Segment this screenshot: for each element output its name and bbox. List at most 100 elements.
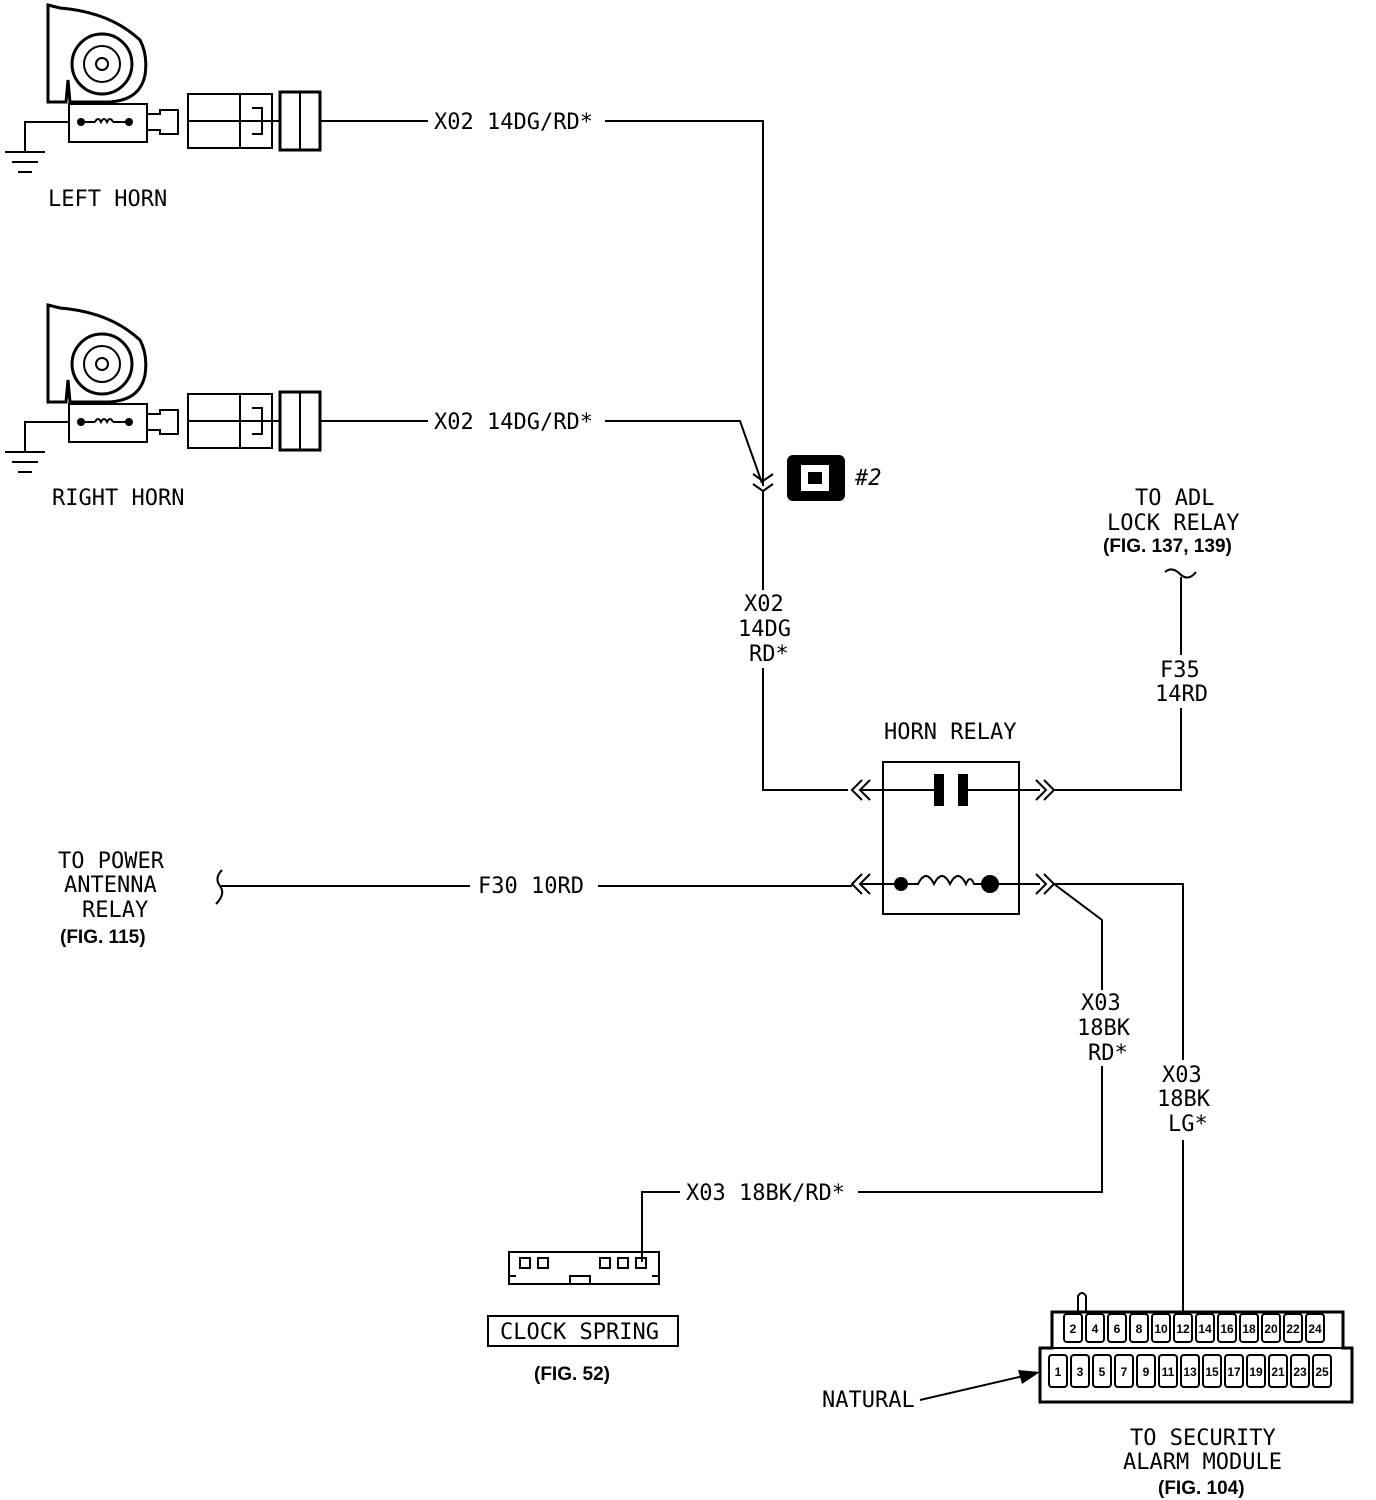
connector-pin-number: 11 [1162,1365,1175,1379]
connector-pin-number: 19 [1249,1365,1263,1379]
connector-pin-number: 8 [1136,1322,1143,1336]
connector-pin-cell [1283,1313,1303,1343]
x03-rd-wire [858,883,1103,1193]
horn-wires [320,120,848,791]
right-horn-label: RIGHT HORN [52,486,184,511]
connector-pin-number: 10 [1154,1322,1168,1336]
connector-pin-cell [1224,1354,1244,1388]
f35-wire-label-1: F35 [1160,658,1200,683]
f35-wire-label-2: 14RD [1155,682,1208,707]
left-horn-label: LEFT HORN [48,187,167,212]
connector-pin-cell [1195,1313,1215,1343]
x03-lg-label-3: LG* [1168,1112,1208,1137]
security-ref-fig: (FIG. 104) [1158,1478,1245,1499]
left-horn-wire-label: X02 14DG/RD* [434,110,593,135]
connector-pin-number: 17 [1227,1365,1241,1379]
connector-pin-number: 13 [1183,1365,1197,1379]
x03-lg-label-1: X03 [1162,1063,1202,1088]
connector-pin-cell [1290,1354,1310,1388]
connector-pin-number: 15 [1205,1365,1219,1379]
splice-2 [787,455,845,501]
adl-wire-break [1164,568,1197,579]
connector-pin-cell [1173,1313,1193,1343]
x03-rd-label-2: 18BK [1077,1016,1131,1041]
natural-leader [919,1373,1033,1401]
right-horn [5,303,322,473]
x03-rd-label-3: RD* [1088,1041,1128,1066]
connector-pin-number: 1 [1055,1365,1062,1379]
connector-pin-number: 9 [1143,1365,1150,1379]
connector-pin-cell [1107,1313,1127,1343]
main-wire-label-1: X02 [744,592,784,617]
connector-pin-cell [1261,1313,1281,1343]
antenna-ref-3: RELAY [82,898,148,923]
antenna-ref-2: ANTENNA [64,873,157,898]
connector-pin-number: 3 [1077,1365,1084,1379]
connector-pin-number: 18 [1242,1322,1256,1336]
antenna-ref-1: TO POWER [58,849,165,874]
connector-pin-number: 2 [1070,1322,1077,1336]
clock-spring-connector [508,1251,660,1285]
connector-pin-number: 22 [1286,1322,1300,1336]
antenna-ref-fig: (FIG. 115) [60,927,146,948]
connector-pin-number: 24 [1308,1322,1322,1336]
clock-spring-label-box [487,1315,679,1347]
connector-pin-number: 6 [1114,1322,1121,1336]
connector-pin-cell [1180,1354,1200,1388]
connector-pin-number: 23 [1293,1365,1307,1379]
natural-label: NATURAL [822,1388,915,1413]
connector-pin-number: 21 [1271,1365,1285,1379]
connector-pin-number: 4 [1092,1322,1099,1336]
connector-pin-cell [1246,1354,1266,1388]
connector-pin-cell [1136,1354,1156,1388]
connector-pin-cell [1085,1313,1105,1343]
clock-spring-wire [641,1191,680,1262]
antenna-wire-break [215,869,224,905]
connector-pin-cell [1239,1313,1259,1343]
natural-arrowhead [1018,1370,1040,1384]
horn-relay-label: HORN RELAY [884,720,1016,745]
connector-pin-number: 5 [1099,1365,1106,1379]
left-horn [5,3,322,173]
clock-spring-label: CLOCK SPRING [500,1320,659,1345]
adl-ref-title-2: LOCK RELAY [1107,511,1239,536]
connector-pin-cell [1158,1354,1178,1388]
splice-2-label: #2 [854,466,882,491]
connector-pin-number: 20 [1264,1322,1278,1336]
adl-ref-title: TO ADL [1135,486,1214,511]
connector-pin-cell [1305,1313,1325,1343]
connector-pin-cell [1092,1354,1112,1388]
connector-pin-cell [1202,1354,1222,1388]
connector-pin-cell [1129,1313,1149,1343]
security-ref-1: TO SECURITY [1130,1426,1276,1451]
right-horn-wire-label: X02 14DG/RD* [434,410,593,435]
connector-pin-number: 14 [1198,1322,1212,1336]
connector-pin-cell [1114,1354,1134,1388]
f30-wire-label: F30 10RD [478,874,584,899]
connector-pin-cell [1217,1313,1237,1343]
connector-pin-cell [1063,1313,1083,1343]
connector-pin-number: 16 [1220,1322,1234,1336]
connector-pin-number: 25 [1315,1365,1329,1379]
connector-pin-cell [1312,1354,1332,1388]
connector-pin-cell [1070,1354,1090,1388]
x03-lg-label-2: 18BK [1157,1087,1211,1112]
horn-relay [850,761,1056,915]
x03-rd-label-1: X03 [1081,991,1121,1016]
connector-pin-number: 7 [1121,1365,1128,1379]
connector-pin-cell [1151,1313,1171,1343]
connector-pin-cell [1268,1354,1288,1388]
main-wire-label-3: RD* [749,642,789,667]
main-wire-label-2: 14DG [738,617,791,642]
clock-spring-fig: (FIG. 52) [534,1364,610,1385]
adl-ref-fig: (FIG. 137, 139) [1103,536,1232,557]
x03-lg-wire [1054,883,1184,1315]
security-ref-2: ALARM MODULE [1123,1450,1282,1475]
connector-pin-cell [1048,1354,1068,1388]
clock-spring-wire-label: X03 18BK/RD* [686,1181,845,1206]
connector-pin-number: 12 [1176,1322,1190,1336]
